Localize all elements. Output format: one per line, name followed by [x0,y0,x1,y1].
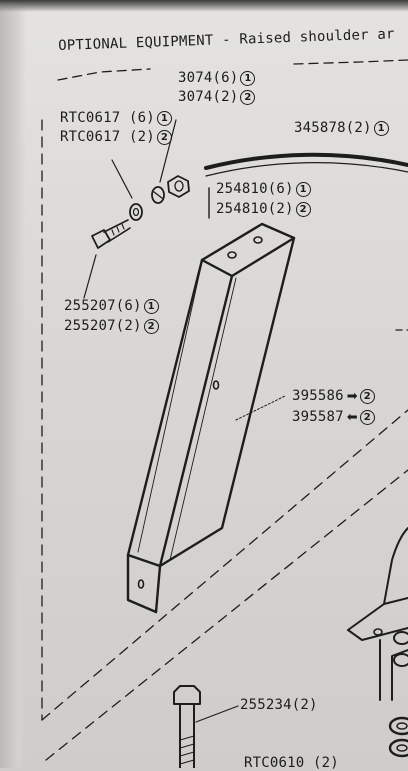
frame-top-dash [57,68,151,81]
frame-top-dash-right [293,59,408,65]
ref-circle: 1 [156,111,172,126]
assembly-drawing-partial [347,527,408,758]
lock-washer-icon [151,186,165,204]
binder-edge [0,0,26,768]
callout-rtc0617: RTC0617 (6)1 RTC0617 (2)2 [60,110,172,145]
callout-254810: 254810(6)1 254810(2)2 [216,181,311,217]
frame-diagonal-dash [41,409,408,721]
ref-circle: 1 [373,121,389,136]
ref-circle: 1 [143,299,159,314]
part-number: RTC0610 (2) [244,755,339,771]
part-number: 395586 [292,388,344,404]
ref-circle: 1 [240,71,256,86]
callout-rtc0610: RTC0610 (2) [244,755,339,771]
page-top-shadow [0,0,408,12]
ref-circle: 2 [240,90,256,105]
part-number: 254810(6) [216,181,294,197]
part-number: 395587 [292,409,344,425]
callout-3074: 3074(6)1 3074(2)2 [178,70,256,105]
ref-circle: 2 [359,389,375,404]
ref-circle: 1 [295,182,311,197]
part-number: RTC0617 (6) [60,110,155,126]
ref-circle: 2 [295,202,311,217]
part-number: 254810(2) [216,201,294,217]
callout-bracket: 395586➡2 395587⬅2 [292,388,375,426]
arrow-left-icon: ⬅ [346,410,358,425]
part-number: 3074(6) [178,70,239,86]
washer-icon [129,203,143,221]
callout-255234: 255234(2) [240,697,318,713]
rail-curve [204,152,408,170]
ref-circle: 2 [359,410,375,425]
bolt-icon [91,219,131,249]
bracket-drawing [126,222,296,614]
arrow-right-icon: ➡ [346,389,358,404]
part-number: 255207(2) [64,318,142,334]
frame-diagonal-dash-2 [45,469,408,761]
part-number: 345878(2) [294,120,372,136]
long-bolt-icon [173,685,201,768]
part-number: 3074(2) [178,89,239,105]
callout-255207: 255207(6)1 255207(2)2 [64,298,159,334]
part-number: 255207(6) [64,298,142,314]
nut-icon [167,175,190,198]
part-number: 255234(2) [240,697,318,713]
ref-circle: 2 [143,319,159,334]
part-number: RTC0617 (2) [60,129,155,145]
callout-345878: 345878(2)1 [294,120,389,136]
ref-circle: 2 [156,130,172,145]
